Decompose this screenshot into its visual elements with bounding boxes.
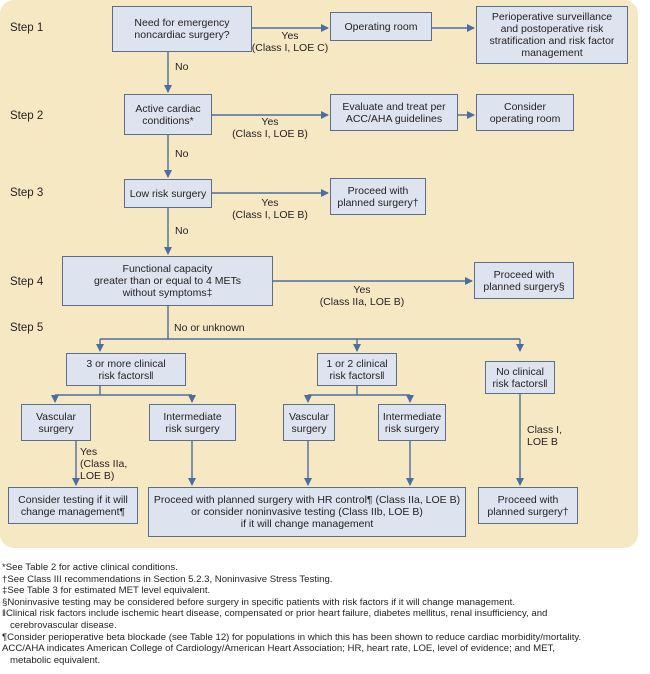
footnote: metabolic equivalent.: [10, 654, 101, 666]
proceed-planned-surgery-step4-box: Proceed with planned surgery§: [474, 262, 574, 299]
no-clinical-risk-factors-box: No clinical risk factors‖: [485, 361, 555, 394]
three-or-more-risk-factors-box: 3 or more clinical risk factors‖: [66, 353, 186, 386]
footnote: cerebrovascular disease.: [10, 619, 117, 631]
yes-label-step3: Yes (Class I, LOE B): [232, 197, 308, 221]
vascular-surgery-box-2: Vascular surgery: [283, 404, 335, 441]
footnote: ACC/AHA indicates American College of Ca…: [2, 643, 555, 655]
operating-room-box: Operating room: [330, 12, 432, 41]
low-risk-surgery-box: Low risk surgery: [124, 179, 212, 208]
footnote: ‡See Table 3 for estimated MET level equ…: [2, 585, 211, 597]
yes-vascular-label: Yes (Class IIa, LOE B): [80, 446, 128, 482]
proceed-planned-surgery-step3-box: Proceed with planned surgery†: [330, 178, 426, 215]
footnote: ‖Clinical risk factors include ischemic …: [2, 608, 548, 620]
step-label-4: Step 4: [10, 276, 44, 288]
perioperative-surveillance-box: Perioperative surveillance and postopera…: [476, 6, 628, 64]
yes-label-step4: Yes (Class IIa, LOE B): [319, 284, 405, 308]
one-or-two-risk-factors-box: 1 or 2 clinical risk factors‖: [317, 353, 397, 386]
step-label-5: Step 5: [10, 322, 44, 334]
proceed-hr-control-box: Proceed with planned surgery with HR con…: [148, 487, 466, 537]
intermediate-risk-surgery-box: Intermediate risk surgery: [149, 404, 236, 441]
vascular-surgery-box: Vascular surgery: [21, 404, 91, 441]
footnote: ¶Consider perioperative beta blockade (s…: [2, 631, 582, 643]
step-label-3: Step 3: [10, 187, 44, 199]
step-label-1: Step 1: [10, 22, 44, 34]
no-label-3: No: [175, 225, 189, 237]
yes-label-step2: Yes (Class I, LOE B): [232, 116, 308, 140]
consider-testing-box: Consider testing if it will change manag…: [8, 487, 138, 524]
emergency-surgery-box: Need for emergency noncardiac surgery?: [112, 6, 252, 52]
consider-operating-room-box: Consider operating room: [476, 94, 574, 131]
footnote: §Noninvasive testing may be considered b…: [2, 596, 515, 608]
no-or-unknown-label: No or unknown: [174, 322, 245, 334]
active-cardiac-box: Active cardiac conditions*: [124, 94, 212, 135]
no-label-2: No: [175, 148, 189, 160]
yes-label-step1: Yes (Class I, LOE C): [251, 30, 329, 54]
intermediate-risk-surgery-box-2: Intermediate risk surgery: [378, 404, 446, 441]
functional-capacity-box: Functional capacity greater than or equa…: [62, 256, 273, 306]
footnote: †See Class III recommendations in Sectio…: [2, 573, 333, 585]
footnotes: *See Table 2 for active clinical conditi…: [2, 562, 648, 666]
step-label-2: Step 2: [10, 110, 44, 122]
evaluate-treat-box: Evaluate and treat per ACC/AHA guideline…: [330, 94, 458, 131]
no-label-1: No: [175, 61, 189, 73]
footnote: *See Table 2 for active clinical conditi…: [2, 562, 178, 573]
class-i-label: Class I, LOE B: [527, 424, 563, 448]
proceed-planned-surgery-final-box: Proceed with planned surgery†: [478, 487, 578, 524]
